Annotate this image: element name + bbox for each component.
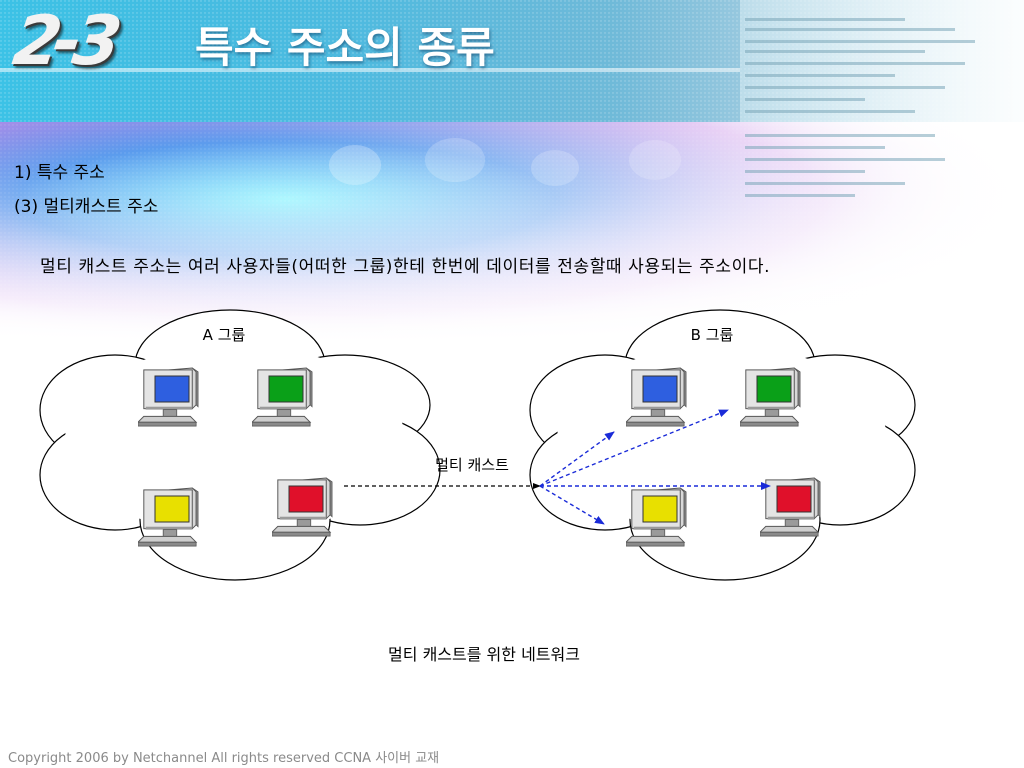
description-text: 멀티 캐스트 주소는 여러 사용자들(어떠한 그룹)한테 한번에 데이터를 전송…: [40, 257, 771, 277]
arrow-to-b-blue: [539, 431, 615, 487]
arrow-to-b-green: [539, 409, 729, 487]
footer-copyright: Copyright 2006 by Netchannel All rights …: [8, 751, 440, 766]
group-b-label: B 그룹: [691, 326, 734, 344]
pc-a-yellow-icon: [138, 487, 199, 547]
page-title: 특수 주소의 종류: [195, 23, 495, 72]
pc-b-red-icon: [760, 477, 821, 537]
heading-multicast-address: (3) 멀티캐스트 주소: [14, 197, 159, 217]
pc-a-red-icon: [272, 477, 333, 537]
pc-b-green-icon: [740, 367, 801, 427]
multicast-label: 멀티 캐스트: [435, 456, 509, 474]
heading-special-address: 1) 특수 주소: [14, 163, 105, 183]
multicast-network-diagram: A 그룹 B 그룹 멀티 캐스트: [39, 309, 916, 581]
diagram-caption: 멀티 캐스트를 위한 네트워크: [388, 645, 580, 664]
group-a-label: A 그룹: [203, 326, 246, 344]
section-number: 2-3: [8, 2, 119, 81]
multicast-arrows: [539, 409, 771, 525]
pc-b-blue-icon: [626, 367, 687, 427]
arrow-to-b-yellow: [539, 485, 605, 525]
pc-b-yellow-icon: [626, 487, 687, 547]
pc-a-blue-icon: [138, 367, 199, 427]
pc-a-green-icon: [252, 367, 313, 427]
